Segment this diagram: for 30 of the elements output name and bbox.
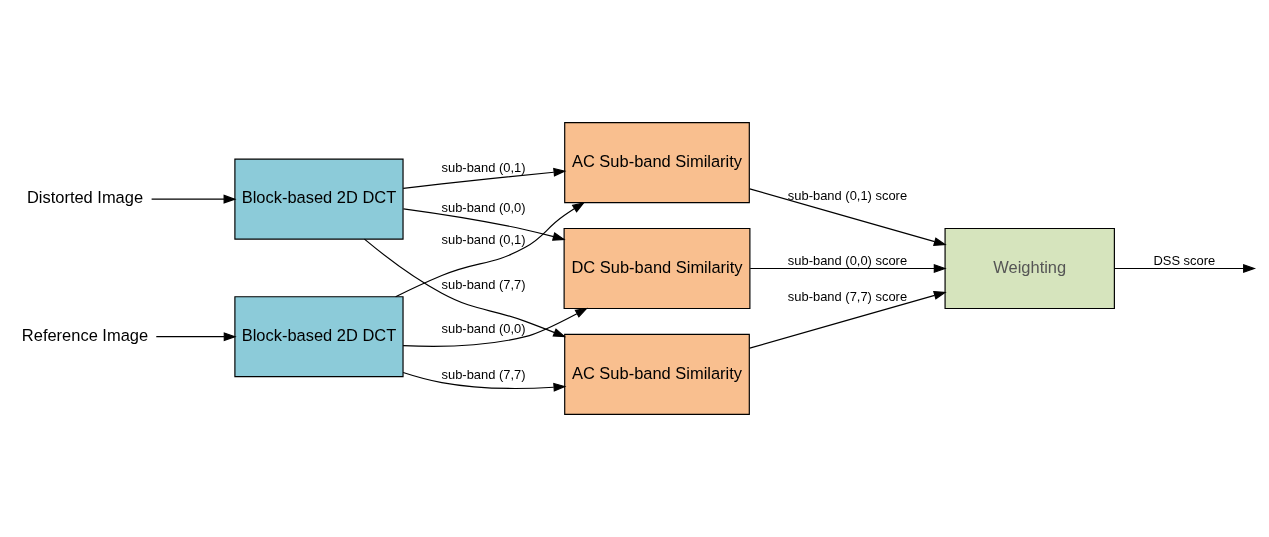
node-box: AC Sub-band Similarity bbox=[564, 333, 750, 415]
edge-label: sub-band (7,7) score bbox=[787, 289, 908, 305]
arrow bbox=[402, 208, 566, 241]
arrow bbox=[749, 263, 947, 274]
arrow bbox=[402, 371, 567, 392]
node-box: Block-based 2D DCT bbox=[234, 296, 404, 378]
arrow bbox=[402, 167, 567, 189]
node-box: Weighting bbox=[944, 227, 1115, 310]
arrow bbox=[155, 332, 237, 342]
arrow bbox=[749, 291, 947, 349]
node-box: Block-based 2D DCT bbox=[234, 158, 404, 240]
edge-label: sub-band (0,1) score bbox=[787, 188, 908, 204]
edge-label: sub-band (7,7) bbox=[441, 366, 526, 382]
arrow bbox=[151, 194, 237, 204]
arrow bbox=[1113, 263, 1257, 274]
edge-label: sub-band (0,0) score bbox=[787, 252, 908, 268]
node-text: Distorted Image bbox=[26, 188, 144, 207]
arrow bbox=[749, 188, 947, 246]
arrow bbox=[402, 307, 588, 347]
node-text: Reference Image bbox=[21, 326, 149, 345]
node-box: DC Sub-band Similarity bbox=[563, 227, 751, 310]
arrow bbox=[395, 201, 586, 298]
edge-label: sub-band (0,0) bbox=[441, 199, 526, 215]
edge-label: sub-band (7,7) bbox=[441, 277, 526, 293]
edge-label: sub-band (0,0) bbox=[441, 320, 526, 336]
edge-label: DSS score bbox=[1153, 252, 1216, 268]
node-box: AC Sub-band Similarity bbox=[564, 122, 750, 204]
edge-label: sub-band (0,1) bbox=[441, 159, 526, 175]
arrow bbox=[363, 238, 567, 338]
edge-label: sub-band (0,1) bbox=[441, 231, 526, 247]
